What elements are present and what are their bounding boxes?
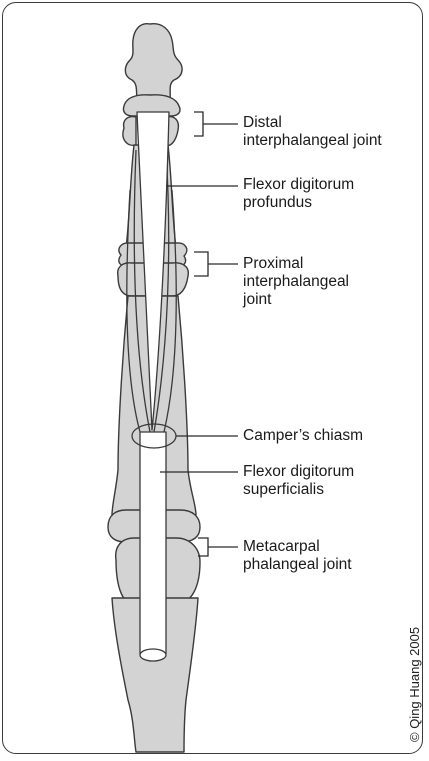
label-line: profundus <box>243 194 354 212</box>
label-line: joint <box>243 291 349 309</box>
label-mcp-joint: Metacarpal phalangeal joint <box>243 538 352 574</box>
label-fdp: Flexor digitorum profundus <box>243 176 354 212</box>
label-line: phalangeal joint <box>243 556 352 574</box>
label-proximal-ip-joint: Proximal interphalangeal joint <box>243 255 349 309</box>
distal-joint-left-knob <box>123 117 136 146</box>
distal-phalanx <box>125 24 182 100</box>
copyright-credit: © Qing Huang 2005 <box>407 627 422 742</box>
label-fds: Flexor digitorum superficialis <box>243 463 354 499</box>
label-line: Camper’s chiasm <box>243 427 363 445</box>
label-line: interphalangeal joint <box>243 132 382 150</box>
label-distal-ip-joint: Distal interphalangeal joint <box>243 114 382 150</box>
fds-tendon-body <box>140 432 166 654</box>
bracket-mcp <box>198 538 238 556</box>
label-line: Flexor digitorum <box>243 463 354 481</box>
label-line: interphalangeal <box>243 273 349 291</box>
label-line: superficialis <box>243 481 354 499</box>
bracket-proximal-ip <box>194 252 238 276</box>
label-line: Distal <box>243 114 382 132</box>
label-campers-chiasm: Camper’s chiasm <box>243 427 363 445</box>
label-line: Proximal <box>243 255 349 273</box>
bracket-distal-ip <box>194 112 238 136</box>
label-line: Metacarpal <box>243 538 352 556</box>
label-line: Flexor digitorum <box>243 176 354 194</box>
tendon-cut-end <box>140 649 166 661</box>
